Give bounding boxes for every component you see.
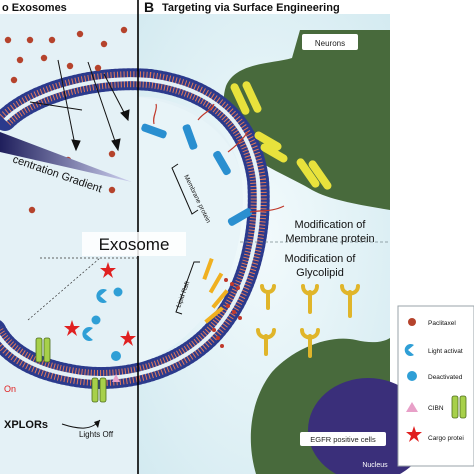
membrane-proteins-blue bbox=[141, 123, 253, 226]
panel-letter-b: B bbox=[144, 0, 154, 15]
exosome-label-box bbox=[82, 232, 186, 256]
on-label: On bbox=[4, 384, 16, 394]
concentration-gradient-wedge bbox=[0, 132, 132, 182]
egfr-label: EGFR positive cells bbox=[310, 435, 376, 444]
explors-label: XPLORs bbox=[4, 419, 48, 431]
cargo-molecules-left bbox=[82, 287, 123, 361]
cibn-triangle-icon bbox=[406, 402, 418, 412]
legend: Paclitaxel Light activat Deactivated CIB… bbox=[397, 305, 474, 467]
explors-membrane-proteins bbox=[35, 337, 107, 403]
nucleus-label: Nucleus bbox=[362, 462, 388, 469]
lipid-raft-bracket bbox=[175, 261, 200, 315]
mod-membrane-line2: Membrane protein bbox=[285, 233, 374, 245]
right-panel-title: Targeting via Surface Engineering bbox=[162, 2, 340, 14]
paclitaxel-dots bbox=[4, 26, 128, 214]
mod-glyco-line1: Modification of bbox=[285, 253, 357, 265]
paclitaxel-dot-icon bbox=[408, 318, 416, 326]
legend-item-paclitaxel: Paclitaxel bbox=[428, 320, 456, 327]
light-activated-pacman-icon bbox=[404, 344, 414, 357]
protein-linkers bbox=[152, 103, 285, 213]
diffusion-arrows bbox=[29, 59, 130, 152]
cibn-triangle bbox=[112, 374, 120, 382]
glycolipid-chains bbox=[212, 278, 242, 348]
egfr-receptors bbox=[256, 284, 360, 358]
legend-item-deactivated: Deactivated bbox=[428, 374, 463, 381]
lights-off-arrowhead bbox=[94, 420, 100, 428]
title-strip bbox=[0, 0, 390, 14]
egfr-label-box bbox=[300, 432, 386, 446]
membrane-protein-bracket bbox=[171, 163, 199, 215]
cargo-protein-stars-left bbox=[64, 262, 136, 346]
green-protein-icon bbox=[451, 395, 459, 419]
lipid-raft-bars bbox=[202, 257, 229, 324]
neurons-label-box bbox=[302, 34, 358, 50]
neurons-label: Neurons bbox=[315, 39, 345, 48]
exosome-lumen-right bbox=[138, 97, 243, 363]
mod-glyco-line2: Glycolipid bbox=[296, 267, 344, 279]
lights-off-label: Lights Off bbox=[79, 430, 114, 439]
mod-membrane-line1: Modification of bbox=[295, 219, 367, 231]
left-panel-title: o Exosomes bbox=[2, 2, 67, 14]
deactivated-dot-icon bbox=[407, 371, 417, 381]
neuron-receptors bbox=[230, 81, 332, 190]
legend-item-cibn: CIBN bbox=[428, 405, 444, 412]
legend-item-cargo-protein: Cargo protei bbox=[428, 435, 464, 442]
cargo-protein-star-icon bbox=[406, 426, 422, 442]
green-protein-icon-2 bbox=[459, 395, 467, 419]
legend-item-light-activated: Light activat bbox=[428, 348, 463, 355]
exosome-label: Exosome bbox=[99, 235, 170, 254]
